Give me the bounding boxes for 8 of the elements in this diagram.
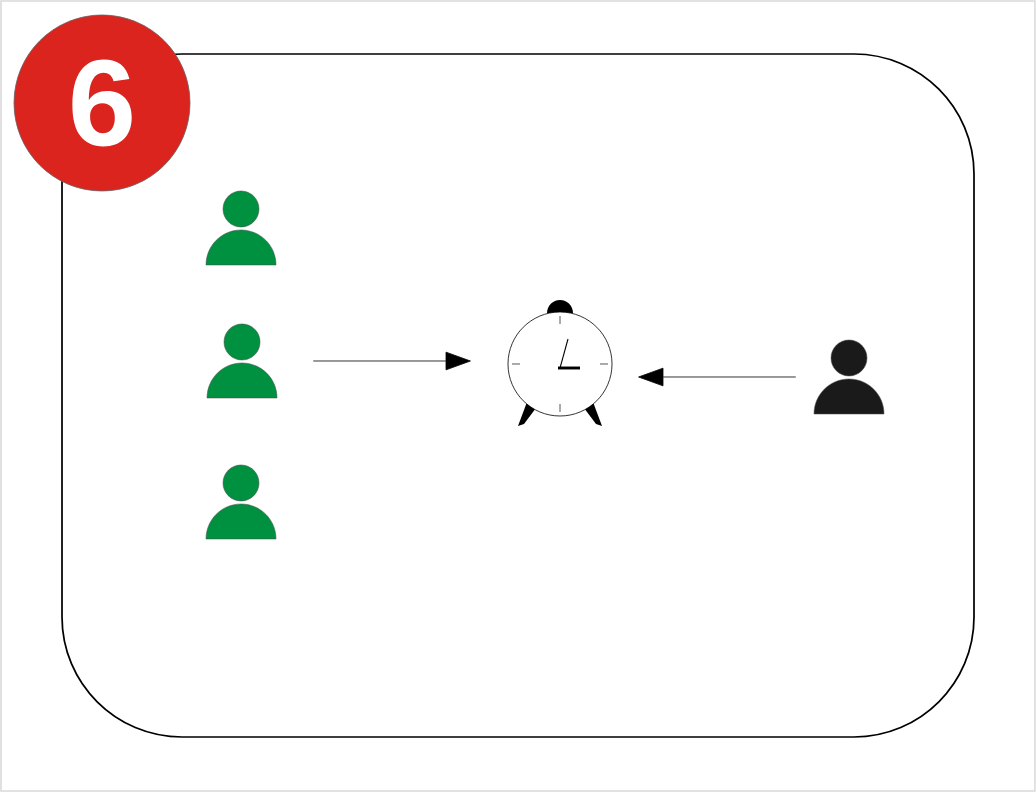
alarm-clock-icon bbox=[507, 300, 613, 426]
person-icon bbox=[205, 464, 277, 540]
number-badge: 6 bbox=[13, 14, 191, 192]
arrow bbox=[312, 351, 471, 371]
person-icon bbox=[206, 323, 278, 399]
person-icon bbox=[813, 339, 885, 415]
person-icon bbox=[205, 190, 277, 266]
arrow bbox=[638, 367, 797, 387]
